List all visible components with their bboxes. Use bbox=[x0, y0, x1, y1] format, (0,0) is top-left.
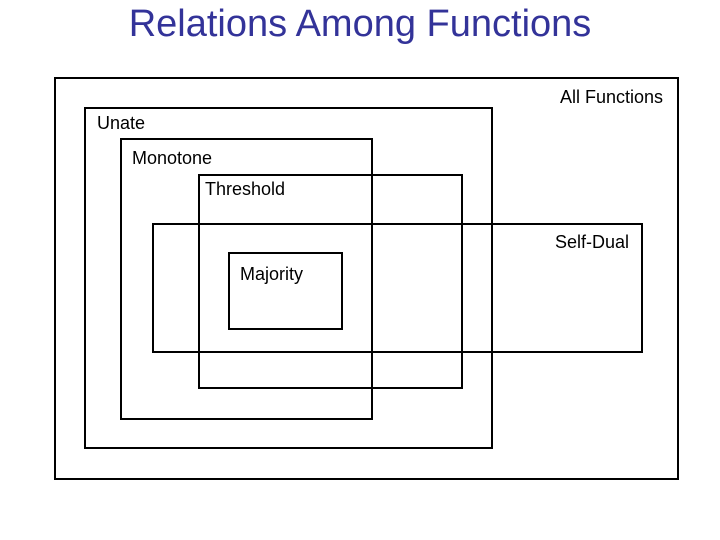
set-box-threshold bbox=[198, 174, 463, 389]
set-label-monotone: Monotone bbox=[132, 148, 213, 168]
set-label-all-functions: All Functions bbox=[559, 87, 663, 107]
set-box-self-dual bbox=[152, 223, 643, 353]
set-box-unate bbox=[84, 107, 493, 449]
set-box-all-functions bbox=[54, 77, 679, 480]
set-label-majority: Majority bbox=[240, 264, 304, 284]
set-label-unate: Unate bbox=[97, 113, 146, 133]
set-box-monotone bbox=[120, 138, 373, 420]
set-label-threshold: Threshold bbox=[205, 179, 286, 199]
slide-title: Relations Among Functions bbox=[128, 3, 592, 45]
set-box-majority bbox=[228, 252, 343, 330]
set-label-self-dual: Self-Dual bbox=[555, 232, 630, 252]
